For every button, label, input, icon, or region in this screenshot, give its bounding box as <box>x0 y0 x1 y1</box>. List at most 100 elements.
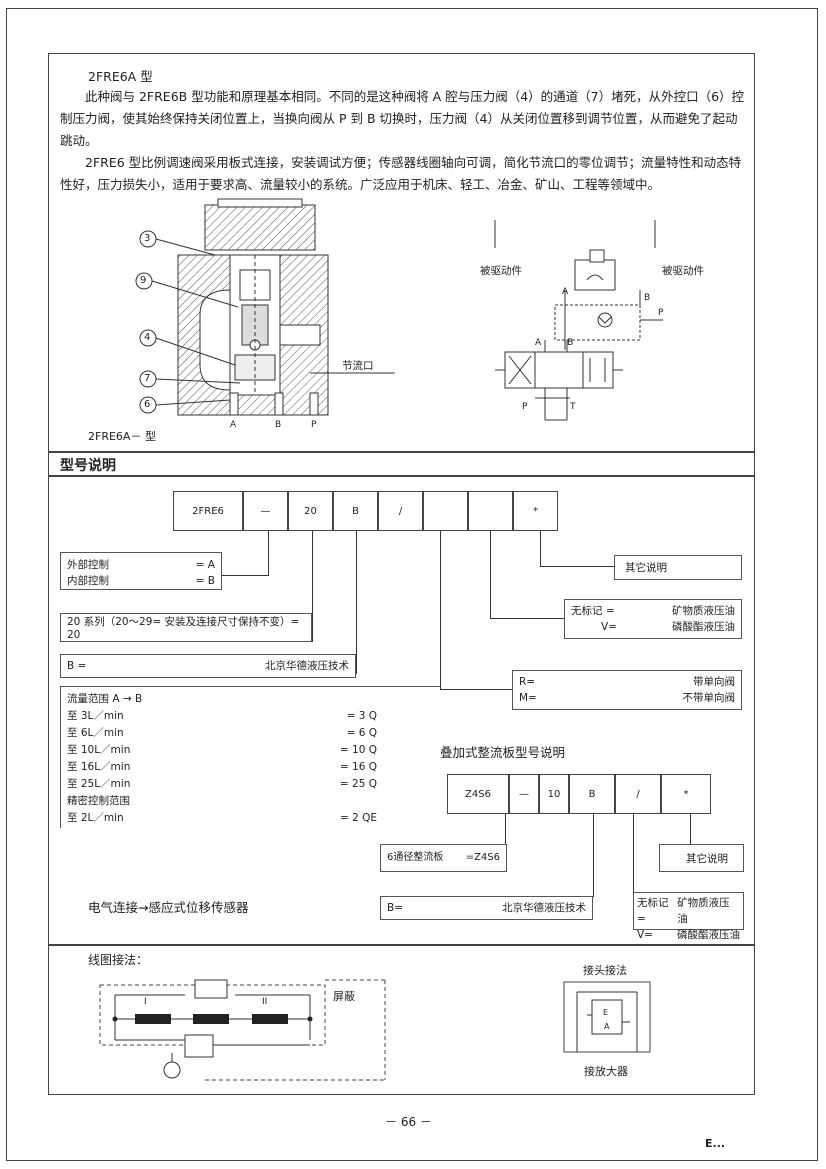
plate-maker-key: B= <box>387 902 404 914</box>
oil-key: 无标记 = <box>571 605 615 617</box>
plate-oil-value: 矿物质液压油 <box>677 897 730 925</box>
wiring-title: 线图接法： <box>88 953 149 967</box>
connector-title: 接头接法 <box>583 964 627 977</box>
footer-logo: E... <box>705 1137 726 1150</box>
intro-panel <box>48 53 755 452</box>
section-caption: 2FRE6A－ 型 <box>88 430 156 443</box>
intro-paragraph-2: 2FRE6 型比例调速阀采用板式连接，安装调试方便；传感器线圈轴向可调，简化节流… <box>60 155 742 192</box>
wiring-panel <box>48 945 755 1095</box>
flow-row-k: 至 10L／min <box>67 744 131 756</box>
flow-row-v: = 6 Q <box>346 727 377 739</box>
flow-box: 流量范围 A → B 至 3L／min = 3 Q 至 6L／min = 6 Q 至… <box>60 686 440 828</box>
plate-cell-type: Z4S6 <box>447 774 509 814</box>
wiring-diagram <box>99 979 386 1081</box>
flow-row-k: 至 16L／min <box>67 761 131 773</box>
callout-7: 7 <box>144 373 151 384</box>
oil-box: 无标记 = 矿物质液压油 V= 磷酸酯液压油 <box>564 599 742 639</box>
flow-row-k: 至 25L／min <box>67 778 131 790</box>
schematic-bottom-p: P <box>522 402 528 412</box>
callout-9: 9 <box>140 275 147 286</box>
port-p-label: P <box>311 420 317 430</box>
port-b-label: B <box>275 420 282 430</box>
flow-row-v: = 10 Q <box>339 744 377 756</box>
plate-oil-box: 无标记=矿物质液压油 V=磷酸酯液压油 <box>633 892 744 941</box>
valve-section-drawing <box>135 198 395 416</box>
page-number: － 66 － <box>385 1115 432 1129</box>
flow-rows: 至 3L／min = 3 Q 至 6L／min = 6 Q 至 10L／min = 1… <box>61 708 383 827</box>
precise-row-v: = 2 QE <box>339 812 377 824</box>
plate-maker-box: B= 北京华德液压技术 <box>380 896 593 920</box>
schematic-mid-a: A <box>535 338 542 348</box>
electrical-note: 电气连接→感应式位移传感器 <box>88 900 249 915</box>
plate-oil-key: V= <box>637 929 653 941</box>
plate-maker-value: 北京华德液压技术 <box>502 902 586 914</box>
flow-row-v: = 25 Q <box>339 778 377 790</box>
check-key: R= <box>519 676 536 688</box>
connector-diagram <box>563 981 651 1053</box>
driven-part-left: 被驱动件 <box>480 265 522 277</box>
connector-pin-a: A <box>604 1022 610 1031</box>
plate6-key: 6通径整流板 <box>387 852 444 863</box>
shield-label: 屏蔽 <box>333 990 355 1003</box>
control-external-value: = A <box>195 559 215 571</box>
oil-key: V= <box>601 621 617 633</box>
plate-cell-maker: B <box>569 774 615 814</box>
maker-box: B =北京华德液压技术 <box>60 654 356 678</box>
plate-cell-dash: — <box>509 774 539 814</box>
code-cell-type: 2FRE6 <box>173 491 243 531</box>
plate6-value: =Z4S6 <box>465 852 500 863</box>
series-box: 20 系列（20～29= 安装及连接尺寸保持不变）= 20 <box>60 613 312 642</box>
model-panel <box>48 476 755 945</box>
plate-cell-slash: / <box>615 774 661 814</box>
code-cell-oil: * <box>513 491 558 531</box>
code-cell-control: — <box>243 491 288 531</box>
coil-label-2: II <box>262 997 268 1007</box>
schematic-bottom-t: T <box>570 402 576 412</box>
control-box: 外部控制 = A 内部控制 = B <box>60 552 222 590</box>
schematic-p-right: P <box>658 308 664 318</box>
oil-value: 磷酸酯液压油 <box>672 621 735 633</box>
throttle-label: 节流口 <box>342 360 374 372</box>
plate-heading: 叠加式整流板型号说明 <box>440 745 566 760</box>
other-box: 其它说明 <box>614 555 742 580</box>
callout-3: 3 <box>144 233 151 244</box>
oil-value: 矿物质液压油 <box>672 605 735 617</box>
model-heading: 型号说明 <box>60 458 116 474</box>
check-value: 不带单向阀 <box>682 692 736 704</box>
check-box: R=带单向阀 M=不带单向阀 <box>512 670 742 710</box>
intro-title: 2FRE6A 型 <box>88 69 153 84</box>
schematic-mid-b: B <box>567 338 574 348</box>
plate-cell-series: 10 <box>539 774 569 814</box>
callout-4: 4 <box>144 332 151 343</box>
coil-label-1: I <box>144 997 147 1007</box>
flow-row-v: = 3 Q <box>346 710 377 722</box>
hydraulic-schematic <box>494 220 663 421</box>
schematic-top-b: B <box>644 293 651 303</box>
plate-oil-value: 磷酸酯液压油 <box>677 929 740 941</box>
control-external: 外部控制 <box>67 559 109 571</box>
port-a-label: A <box>230 420 237 430</box>
flow-row-v: = 16 Q <box>339 761 377 773</box>
connector-pin-e: E <box>603 1008 609 1017</box>
code-cell-maker: B <box>333 491 378 531</box>
connector-amplifier: 接放大器 <box>584 1065 628 1078</box>
control-internal-value: = B <box>195 575 215 587</box>
callout-6: 6 <box>144 399 151 410</box>
plate6-box: 6通径整流板 =Z4S6 <box>380 844 507 872</box>
maker-value: 北京华德液压技术 <box>265 660 349 672</box>
flow-title: 流量范围 A → B <box>67 693 143 705</box>
schematic-top-a: A <box>562 287 569 297</box>
check-key: M= <box>519 692 537 704</box>
driven-part-right: 被驱动件 <box>662 265 704 277</box>
precise-row-k: 至 2L／min <box>67 812 124 824</box>
page-frame <box>6 8 818 1161</box>
model-heading-bar <box>48 452 755 476</box>
code-cell-flow <box>423 491 468 531</box>
flow-row-k: 至 6L／min <box>67 727 124 739</box>
intro-paragraph-1: 此种阀与 2FRE6B 型功能和原理基本相同。不同的是这种阀将 A 腔与压力阀（… <box>60 89 745 148</box>
plate-other-box: 其它说明 <box>659 844 744 872</box>
flow-row-k: 至 3L／min <box>67 710 124 722</box>
code-cell-check <box>468 491 513 531</box>
control-internal: 内部控制 <box>67 575 109 587</box>
plate-cell-oil: * <box>661 774 711 814</box>
